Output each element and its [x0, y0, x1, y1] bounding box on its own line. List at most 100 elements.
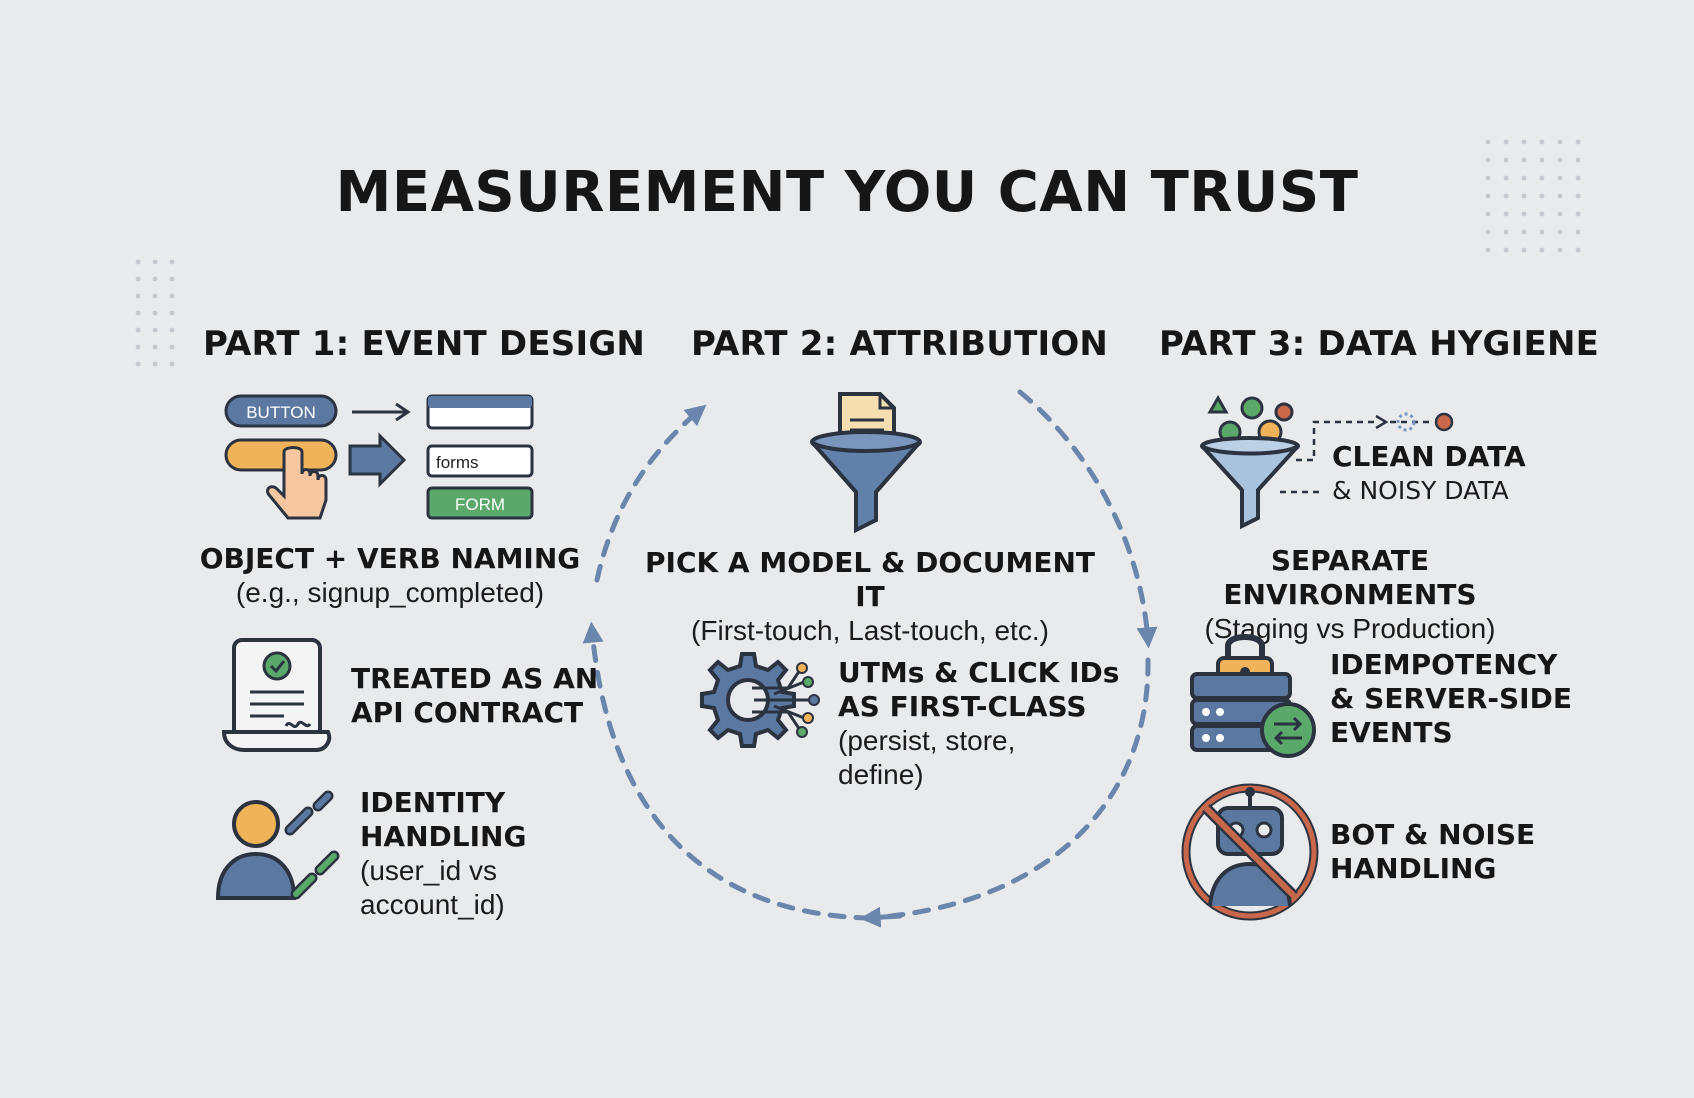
arrow-right-bottom — [867, 657, 1151, 921]
decorative-dot — [1575, 139, 1581, 145]
utm-title-line-1: UTMs & CLICK IDs — [838, 656, 1120, 689]
event-naming-title: OBJECT + VERB NAMING — [199, 542, 581, 575]
data-filter-funnel-icon — [1200, 394, 1454, 530]
decorative-dot — [135, 259, 141, 265]
part-1-heading: PART 1: EVENT DESIGN — [203, 324, 646, 364]
environments-title: SEPARATE ENVIRONMENTS — [1223, 544, 1477, 611]
forms-label: forms — [436, 453, 479, 472]
decorative-dot — [1485, 139, 1491, 145]
arrow-bottom-tip — [859, 906, 903, 928]
decorative-dot — [1503, 247, 1509, 253]
button-label: BUTTON — [246, 403, 316, 422]
decorative-dot — [1539, 247, 1545, 253]
decorative-dot — [1539, 211, 1545, 217]
idempotency-line-3: EVENTS — [1330, 716, 1453, 749]
decorative-dot — [1575, 211, 1581, 217]
decorative-dot — [1557, 157, 1563, 163]
api-contract-line-2: API CONTRACT — [351, 696, 584, 729]
utm-sub-line-2: define) — [838, 759, 924, 790]
attribution-model-sub: (First-touch, Last-touch, etc.) — [691, 615, 1049, 646]
decorative-dot — [1485, 229, 1491, 235]
decorative-dot — [1521, 157, 1527, 163]
decorative-dot-grid-right — [1485, 139, 1581, 253]
decorative-dot — [135, 327, 141, 333]
decorative-dot — [1575, 247, 1581, 253]
decorative-dot — [1503, 157, 1509, 163]
noisy-data-label: & NOISY DATA — [1332, 476, 1509, 505]
identity-sub-line-2: account_id) — [360, 889, 505, 920]
decorative-dot — [1557, 247, 1563, 253]
decorative-dot — [1539, 139, 1545, 145]
decorative-dot — [169, 327, 175, 333]
form-label: FORM — [455, 495, 505, 514]
decorative-dot — [1557, 211, 1563, 217]
decorative-dot — [1503, 193, 1509, 199]
utm-title-line-2: AS FIRST-CLASS — [838, 690, 1087, 723]
decorative-dot — [135, 310, 141, 316]
decorative-dot — [1503, 139, 1509, 145]
decorative-dot — [1557, 139, 1563, 145]
decorative-dot — [1539, 157, 1545, 163]
decorative-dot — [169, 310, 175, 316]
decorative-dot — [1503, 229, 1509, 235]
decorative-dot — [1521, 175, 1527, 181]
decorative-dot — [1521, 247, 1527, 253]
decorative-dot — [169, 293, 175, 299]
decorative-dot — [1503, 211, 1509, 217]
identity-sub-line-1: (user_id vs — [360, 855, 497, 886]
bot-noise-line-2: HANDLING — [1330, 852, 1497, 885]
decorative-dot — [169, 361, 175, 367]
decorative-dot — [1539, 229, 1545, 235]
decorative-dot — [1485, 193, 1491, 199]
decorative-dot — [1557, 175, 1563, 181]
decorative-dot — [152, 259, 158, 265]
decorative-dot — [135, 276, 141, 282]
button-form-flow-icon: BUTTON forms FORM — [224, 394, 534, 520]
idempotency-line-1: IDEMPOTENCY — [1330, 648, 1558, 681]
page-title: MEASUREMENT YOU CAN TRUST — [335, 160, 1359, 225]
server-lock-icon — [1190, 634, 1316, 758]
idempotency-line-2: & SERVER-SIDE — [1330, 682, 1572, 715]
decorative-dot — [1539, 175, 1545, 181]
contract-document-icon — [221, 638, 332, 752]
event-naming-example: (e.g., signup_completed) — [235, 577, 545, 608]
part-2-heading: PART 2: ATTRIBUTION — [691, 324, 1109, 364]
arrow-right-down — [1017, 389, 1158, 649]
decorative-dot — [1557, 193, 1563, 199]
decorative-dot — [135, 293, 141, 299]
decorative-dot — [135, 344, 141, 350]
identity-title-line-1: IDENTITY — [360, 786, 506, 819]
decorative-dot — [1485, 247, 1491, 253]
decorative-dot — [152, 361, 158, 367]
decorative-dot — [1539, 193, 1545, 199]
gear-circuit-icon — [700, 652, 820, 748]
decorative-dot — [169, 259, 175, 265]
part-3-heading: PART 3: DATA HYGIENE — [1159, 324, 1600, 364]
api-contract-line-1: TREATED AS AN — [351, 662, 599, 695]
utm-sub-line-1: (persist, store, — [838, 725, 1016, 756]
decorative-dot — [1521, 193, 1527, 199]
decorative-dot — [1485, 211, 1491, 217]
decorative-dot — [1575, 193, 1581, 199]
decorative-dot — [1521, 139, 1527, 145]
clean-data-label: CLEAN DATA — [1332, 440, 1526, 473]
funnel-document-icon — [810, 392, 922, 534]
decorative-dot — [1485, 157, 1491, 163]
decorative-dot — [1485, 175, 1491, 181]
bot-noise-line-1: BOT & NOISE — [1330, 818, 1536, 851]
decorative-dot — [152, 310, 158, 316]
decorative-dot — [1503, 175, 1509, 181]
decorative-dot — [1575, 175, 1581, 181]
decorative-dot — [169, 276, 175, 282]
identity-link-icon — [215, 790, 340, 900]
decorative-dot — [169, 344, 175, 350]
decorative-dot — [135, 361, 141, 367]
decorative-dot — [1557, 229, 1563, 235]
decorative-dot — [1575, 157, 1581, 163]
decorative-dot — [1521, 229, 1527, 235]
arrow-bottom-left — [582, 621, 873, 921]
decorative-dot — [152, 344, 158, 350]
decorative-dot — [1521, 211, 1527, 217]
